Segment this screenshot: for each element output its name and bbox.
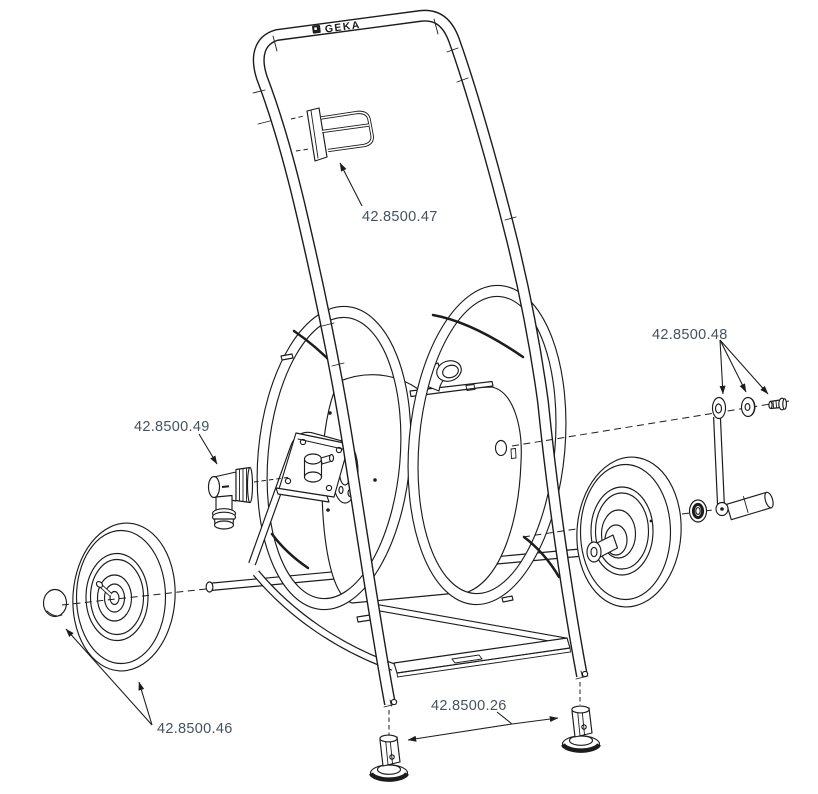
inlet-valve xyxy=(303,453,335,483)
hook-holder-part xyxy=(290,107,374,162)
left-axle-centerline xyxy=(61,588,207,606)
reel-left-flange xyxy=(256,305,412,623)
right-wheel xyxy=(576,456,682,608)
foot-left-part xyxy=(369,710,409,782)
hose-guide-bar xyxy=(409,380,494,398)
part-label-hook-holder: 42.8500.47 xyxy=(362,209,438,225)
base-crossbar xyxy=(393,637,572,678)
crank-centerline-left xyxy=(522,528,577,538)
valve-fitting-part xyxy=(207,466,292,530)
crank-eye xyxy=(711,396,727,420)
leader-crank-fastener-3 xyxy=(719,339,769,395)
reel-drum xyxy=(321,360,522,604)
leader-foot-right xyxy=(511,716,559,725)
leader-valve-fitting xyxy=(198,433,218,465)
crank-handle xyxy=(711,396,774,521)
base-rails xyxy=(252,570,567,671)
bearing-ring-part xyxy=(688,499,708,523)
leader-foot-left xyxy=(407,723,513,742)
leader-feet-stub xyxy=(496,711,513,725)
leader-crank-fastener-1 xyxy=(719,339,726,395)
foot-right-part xyxy=(561,682,601,753)
crank-hub xyxy=(494,439,508,457)
part-label-wheel: 42.8500.46 xyxy=(157,721,233,737)
hub-cap-part xyxy=(42,588,68,618)
bolt-part xyxy=(768,397,787,411)
crank-fastener-parts xyxy=(740,396,787,418)
brand-logo: GEKA xyxy=(312,19,361,36)
crank-centerline-right xyxy=(681,508,721,515)
leader-hook-holder xyxy=(339,162,363,207)
leader-hub-cap xyxy=(65,628,153,726)
leader-wheel xyxy=(138,681,153,726)
leader-crank-fastener-2 xyxy=(719,339,747,393)
part-label-feet: 42.8500.26 xyxy=(431,698,507,714)
valve-stem xyxy=(95,581,113,597)
part-label-valve-fitting: 42.8500.49 xyxy=(134,419,210,435)
brand-logo-text: GEKA xyxy=(324,19,361,36)
washer-part xyxy=(740,396,756,418)
part-labels: 42.8500.47 42.8500.48 42.8500.49 42.8500… xyxy=(134,209,728,737)
left-wheel xyxy=(72,522,176,672)
part-label-crank-fasteners: 42.8500.48 xyxy=(652,327,728,343)
frame: GEKA xyxy=(252,9,589,708)
leader-lines xyxy=(65,162,769,742)
